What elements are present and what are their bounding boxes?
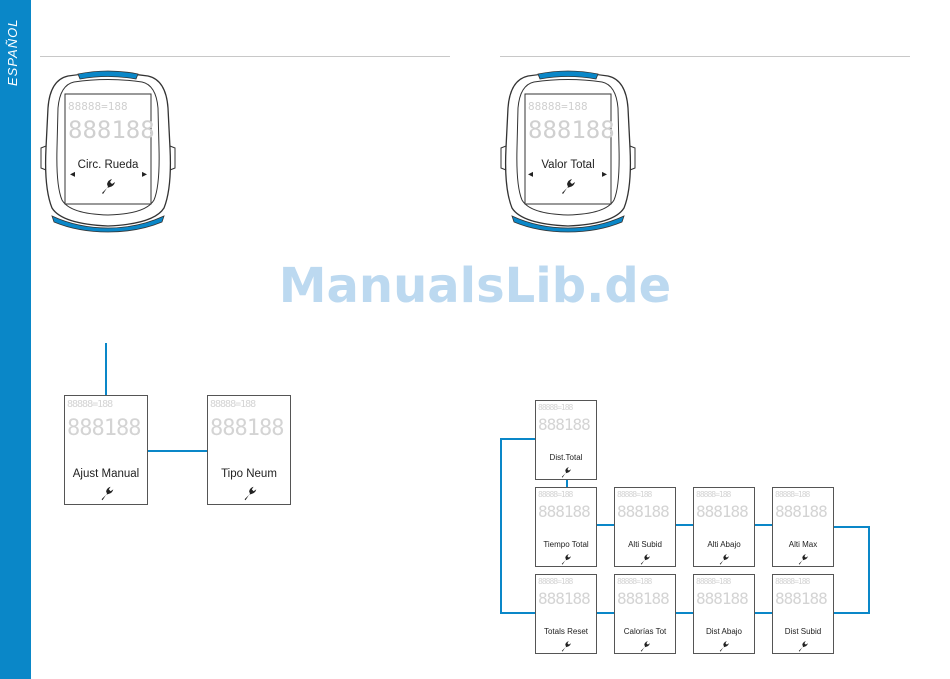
flow-connector (868, 526, 870, 614)
lcd-segments: 88888=188 (617, 490, 652, 499)
lcd-segments: 88888=188 (538, 490, 573, 499)
lcd-segments: 88888=188 (775, 490, 810, 499)
watermark: ManualsLib.de (278, 258, 672, 314)
flow-screen-label: Dist.Total (549, 453, 583, 462)
flow-screen: 88888=188 888188 Dist Subid (772, 574, 834, 654)
device-display-text: Circ. Rueda (77, 159, 139, 171)
flow-screen: 88888=188 888188 Dist.Total (535, 400, 597, 480)
lcd-segments: 888188 (775, 589, 828, 608)
wrench-icon (562, 179, 575, 194)
flow-screen-label: Totals Reset (543, 627, 589, 636)
lcd-segments: 888188 (538, 502, 591, 521)
lcd-segments: 888188 (775, 502, 828, 521)
wrench-icon (719, 554, 729, 565)
lcd-segments: 88888=188 (210, 399, 256, 410)
svg-text:◂: ◂ (70, 169, 75, 180)
flow-screen-label: Alti Subid (628, 540, 662, 549)
section-rule-left (40, 56, 450, 57)
wrench-icon (798, 554, 808, 565)
svg-text:888188: 888188 (68, 116, 155, 144)
wrench-icon (640, 554, 650, 565)
flow-screen: 88888=188 888188 Totals Reset (535, 574, 597, 654)
flow-screen-label: Ajust Manual (72, 468, 140, 480)
flow-connector (833, 526, 870, 528)
flow-screen: 88888=188 888188 Tipo Neum (207, 395, 291, 505)
svg-text:▸: ▸ (142, 169, 147, 180)
flow-screen: 88888=188 888188 Tiempo Total (535, 487, 597, 567)
flow-screen-label: Alti Abajo (707, 540, 741, 549)
flow-screen: 88888=188 888188 Dist Abajo (693, 574, 755, 654)
svg-text:▸: ▸ (602, 169, 607, 180)
flow-connector (754, 524, 772, 526)
svg-text:88888=188: 88888=188 (528, 100, 588, 113)
wrench-icon (561, 467, 571, 478)
svg-text:888188: 888188 (528, 116, 615, 144)
lcd-segments: 888188 (617, 502, 670, 521)
flow-connector (500, 438, 535, 440)
flow-screen-label: Dist Subid (784, 627, 822, 636)
lcd-segments: 888188 (617, 589, 670, 608)
lcd-segments: 888188 (538, 415, 591, 434)
flow-connector (596, 524, 614, 526)
svg-text:88888=188: 88888=188 (68, 100, 128, 113)
bike-computer-device: 88888=188 888188 ◂ ▸ Circ. Rueda (38, 68, 178, 234)
flow-connector (754, 612, 772, 614)
wrench-icon (561, 554, 571, 565)
flow-screen-label: Alti Max (788, 540, 818, 549)
flow-screen: 88888=188 888188 Alti Subid (614, 487, 676, 567)
wrench-icon (561, 641, 571, 652)
flow-screen-label: Calorías Tot (623, 627, 667, 636)
flow-connector (148, 450, 208, 452)
flow-connector (500, 612, 535, 614)
lcd-segments: 888188 (696, 502, 749, 521)
language-sidebar: ESPAÑOL (0, 0, 31, 679)
device-body-icon: 88888=188 888188 ◂ ▸ (40, 70, 176, 233)
flow-connector (833, 612, 870, 614)
device-body-icon: 88888=188 888188 ◂ ▸ (500, 70, 636, 233)
flow-connector (105, 343, 107, 395)
flow-screen-label: Tipo Neum (221, 468, 277, 480)
flow-screen-label: Tiempo Total (543, 540, 589, 549)
flow-connector (675, 612, 693, 614)
lcd-segments: 88888=188 (696, 490, 731, 499)
wrench-icon (244, 486, 257, 501)
lcd-segments: 88888=188 (775, 577, 810, 586)
wrench-icon (798, 641, 808, 652)
flow-screen: 88888=188 888188 Alti Max (772, 487, 834, 567)
flow-screen: 88888=188 888188 Ajust Manual (64, 395, 148, 505)
flow-connector (566, 480, 568, 488)
lcd-segments: 88888=188 (538, 577, 573, 586)
flow-connector (596, 612, 614, 614)
wrench-icon (101, 486, 114, 501)
section-rule-right (500, 56, 910, 57)
flow-connector (500, 438, 502, 614)
device-display-text: Valor Total (541, 159, 595, 171)
wrench-icon (640, 641, 650, 652)
flow-screen-label: Dist Abajo (705, 627, 743, 636)
language-label: ESPAÑOL (5, 18, 20, 86)
svg-text:◂: ◂ (528, 169, 533, 180)
lcd-segments: 888188 (696, 589, 749, 608)
lcd-segments: 888188 (538, 589, 591, 608)
lcd-segments: 88888=188 (617, 577, 652, 586)
flow-screen: 88888=188 888188 Alti Abajo (693, 487, 755, 567)
flow-screen: 88888=188 888188 Calorías Tot (614, 574, 676, 654)
lcd-segments: 88888=188 (696, 577, 731, 586)
flow-connector (675, 524, 693, 526)
bike-computer-device: 88888=188 888188 ◂ ▸ Valor Total (498, 68, 638, 234)
lcd-segments: 888188 (210, 416, 284, 441)
wrench-icon (102, 179, 115, 194)
lcd-segments: 88888=188 (67, 399, 113, 410)
wrench-icon (719, 641, 729, 652)
lcd-segments: 88888=188 (538, 403, 573, 412)
lcd-segments: 888188 (67, 416, 141, 441)
